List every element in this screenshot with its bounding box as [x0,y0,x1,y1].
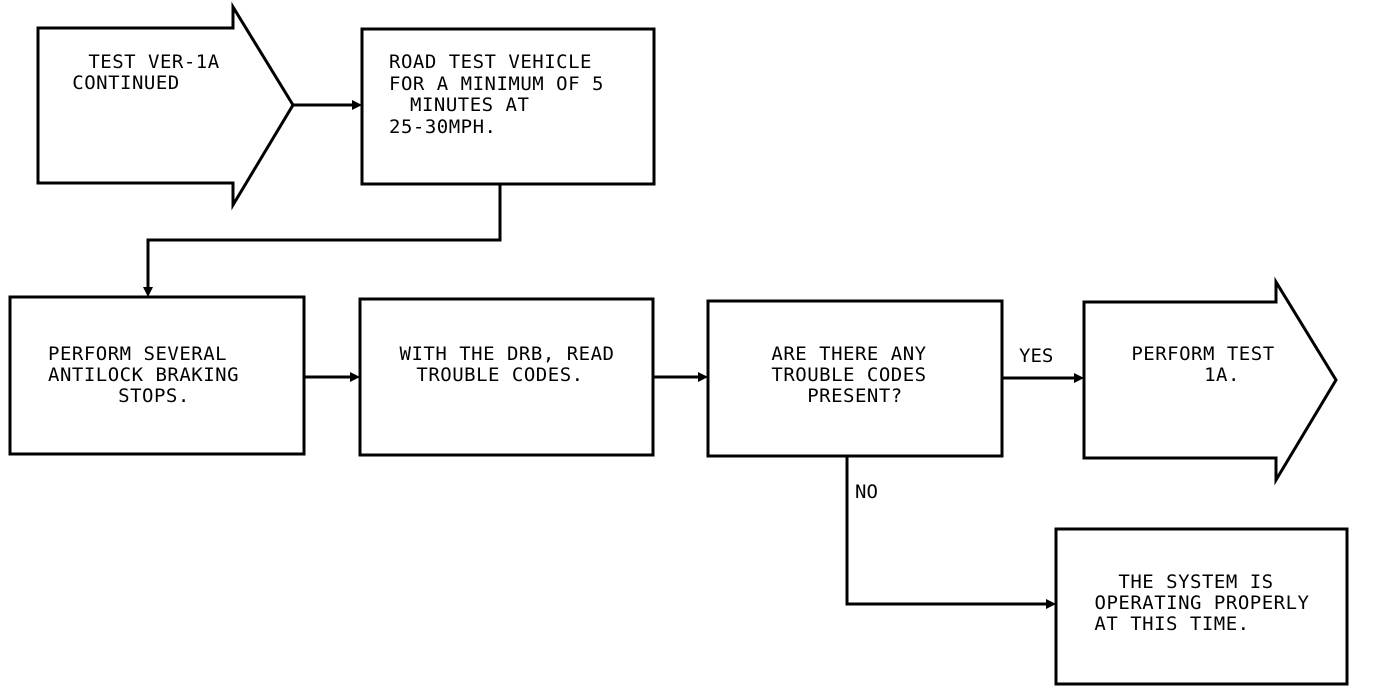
process-box-road-test [360,27,656,186]
arrowhead [1074,373,1084,383]
edge-label-no: NO [855,481,878,503]
connector-no: NO [845,456,1056,609]
arrowhead [1046,599,1056,609]
node-test1a-line-2: 1A. [1204,364,1240,386]
node-start: TEST VER-1A CONTINUED [36,1,295,211]
arrowhead [143,287,153,297]
node-road-line-1: ROAD TEST VEHICLE [389,51,592,73]
node-ok-line-2: OPERATING PROPERLY [1095,592,1310,614]
node-ok-line-1: THE SYSTEM IS [1118,571,1273,593]
connector-road-to-perform [143,184,502,297]
node-test-1a: PERFORM TEST 1A. [1082,276,1338,486]
process-box-read-codes [358,297,655,457]
connector-read-to-question [653,372,708,382]
decision-box-question [706,299,1004,458]
process-box-perform-stops [8,295,306,456]
process-box-system-ok [1054,527,1349,686]
node-road-line-4: 25-30MPH. [389,116,496,138]
edge-label-yes: YES [1019,345,1053,367]
node-road-line-2: FOR A MINIMUM OF 5 [389,73,604,95]
node-question-line-1: ARE THERE ANY [771,343,926,365]
node-perform-stops: PERFORM SEVERAL ANTILOCK BRAKING STOPS. [8,295,306,456]
arrowhead [698,372,708,382]
node-start-line-1: TEST VER-1A [88,51,219,73]
node-test1a-line-1: PERFORM TEST [1131,343,1274,365]
node-read-line-1: WITH THE DRB, READ [400,343,615,365]
node-road-line-3: MINUTES AT [410,94,529,116]
connector-perform-to-read [304,372,360,382]
node-ok-line-3: AT THIS TIME. [1094,613,1249,635]
offpage-arrow-start-shape [36,1,295,211]
arrowhead [352,100,362,110]
connector-yes: YES [1002,345,1084,383]
node-perform-line-3: STOPS. [118,385,190,407]
node-perform-line-2: ANTILOCK BRAKING [48,364,239,386]
node-system-ok: THE SYSTEM IS OPERATING PROPERLY AT THIS… [1054,527,1349,686]
node-question: ARE THERE ANY TROUBLE CODES PRESENT? [706,299,1004,458]
node-read-line-2: TROUBLE CODES. [416,364,583,386]
arrowhead [350,372,360,382]
node-question-line-3: PRESENT? [807,385,903,407]
node-start-line-2: CONTINUED [72,72,179,94]
connector-start-to-road [293,100,362,110]
node-road-test: ROAD TEST VEHICLE FOR A MINIMUM OF 5 MIN… [360,27,656,186]
node-question-line-2: TROUBLE CODES [771,364,926,386]
node-read-codes: WITH THE DRB, READ TROUBLE CODES. [358,297,655,457]
offpage-arrow-test-1a-shape [1082,276,1338,486]
node-perform-line-1: PERFORM SEVERAL [48,343,227,365]
